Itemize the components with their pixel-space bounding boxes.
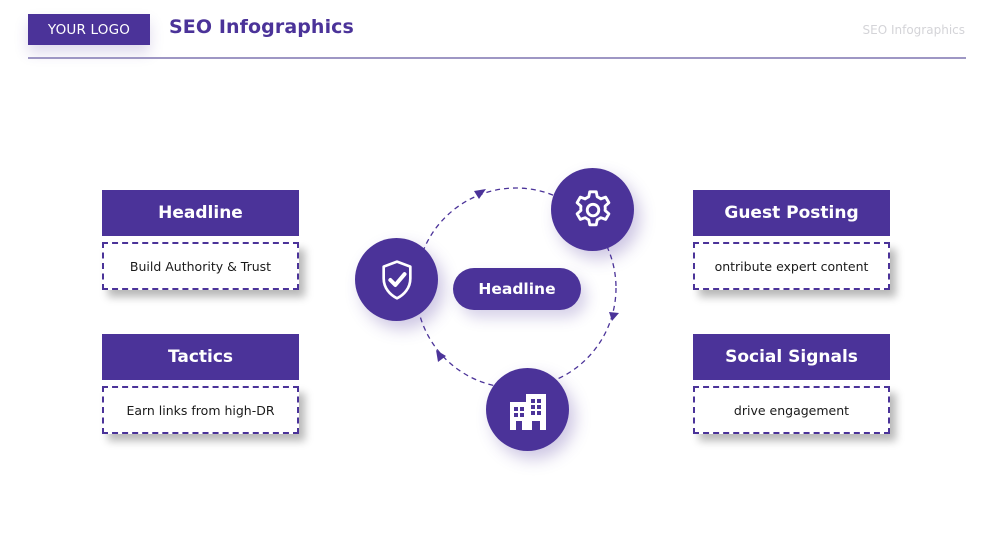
gear-icon [575,189,610,226]
arrow-icon [474,189,486,199]
cycle-node-shield [355,238,438,321]
card-text: Build Authority & Trust [102,242,299,290]
header-divider [28,57,966,59]
header-subtitle: SEO Infographics [862,23,965,37]
card-headline: Headline Build Authority & Trust [102,190,299,290]
card-social-signals: Social Signals drive engagement [693,334,890,434]
card-text: drive engagement [693,386,890,434]
card-heading: Tactics [102,334,299,380]
card-tactics: Tactics Earn links from high-DR [102,334,299,434]
center-headline-pill: Headline [453,268,581,310]
card-heading: Guest Posting [693,190,890,236]
cycle-node-building [486,368,569,451]
arrow-icon [609,312,619,321]
card-text: ontribute expert content [693,242,890,290]
shield-check-icon [381,259,412,300]
card-guest-posting: Guest Posting ontribute expert content [693,190,890,290]
arrow-icon [436,350,446,362]
page-title: SEO Infographics [169,16,354,38]
card-heading: Headline [102,190,299,236]
building-icon [509,393,546,430]
card-heading: Social Signals [693,334,890,380]
logo: YOUR LOGO [28,14,150,45]
cycle-node-gear [551,168,634,251]
card-text: Earn links from high-DR [102,386,299,434]
